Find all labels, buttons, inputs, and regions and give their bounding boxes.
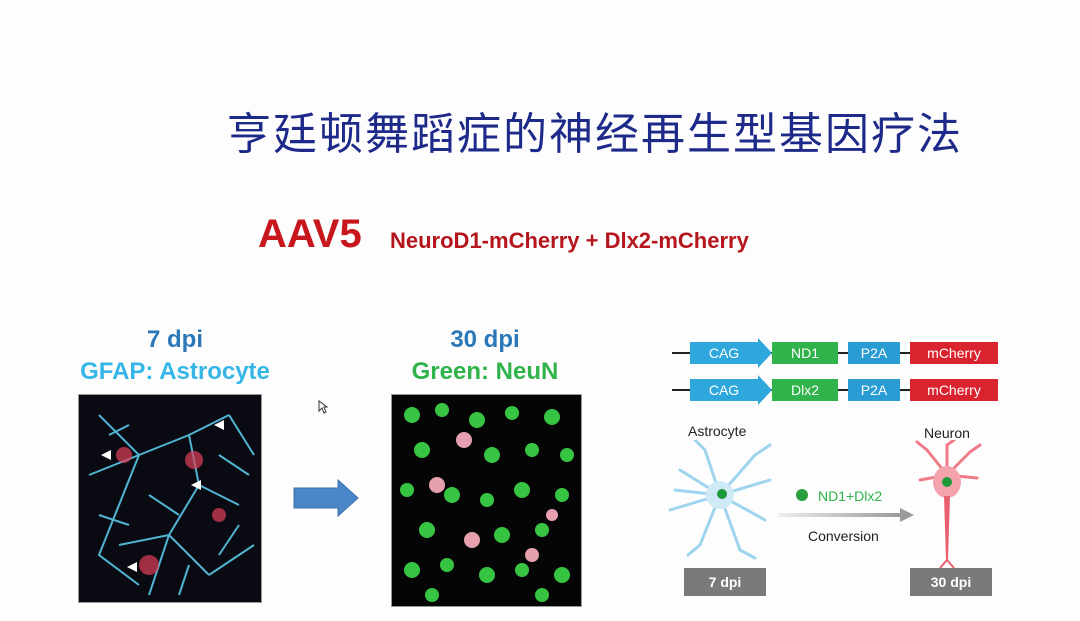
astrocyte-label: Astrocyte	[688, 423, 747, 439]
neuron-cell-icon	[915, 440, 982, 569]
mid-time-caption: 30 dpi	[450, 326, 520, 353]
mcherry-gene-2: mCherry	[910, 379, 998, 401]
mouse-cursor-icon	[318, 400, 328, 414]
conversion-arrow-icon	[778, 508, 914, 522]
construct-label: NeuroD1-mCherry + Dlx2-mCherry	[390, 228, 749, 253]
neuron-image	[400, 403, 574, 602]
astrocyte-image	[88, 414, 255, 596]
promoter-arrow-icon	[758, 338, 772, 368]
neuron-label: Neuron	[924, 425, 970, 441]
slide-title: 亨廷顿舞蹈症的神经再生型基因疗法	[227, 109, 963, 160]
nd1-gene: ND1	[772, 342, 838, 364]
dlx2-gene: Dlx2	[772, 379, 838, 401]
p2a-element-1: P2A	[848, 342, 900, 364]
right-arrow-icon	[293, 478, 359, 518]
cag-promoter-1: CAG	[690, 342, 758, 364]
conversion-label: Conversion	[808, 528, 879, 544]
factor-label: ND1+Dlx2	[818, 488, 883, 504]
neun-micrograph	[391, 394, 582, 607]
astrocyte-cell-icon	[668, 440, 772, 560]
cag-promoter-2: CAG	[690, 379, 758, 401]
astrocyte-micrograph	[78, 394, 262, 603]
p2a-element-2: P2A	[848, 379, 900, 401]
end-dpi-badge: 30 dpi	[910, 568, 992, 596]
left-time-caption: 7 dpi	[146, 326, 203, 353]
mcherry-gene-1: mCherry	[910, 342, 998, 364]
promoter-arrow-icon	[758, 375, 772, 405]
left-stain-caption: GFAP: Astrocyte	[80, 358, 270, 385]
mid-stain-caption: Green: NeuN	[411, 358, 559, 385]
start-dpi-badge: 7 dpi	[684, 568, 766, 596]
vector-label: AAV5	[258, 212, 362, 256]
factor-dot-icon	[796, 489, 808, 501]
